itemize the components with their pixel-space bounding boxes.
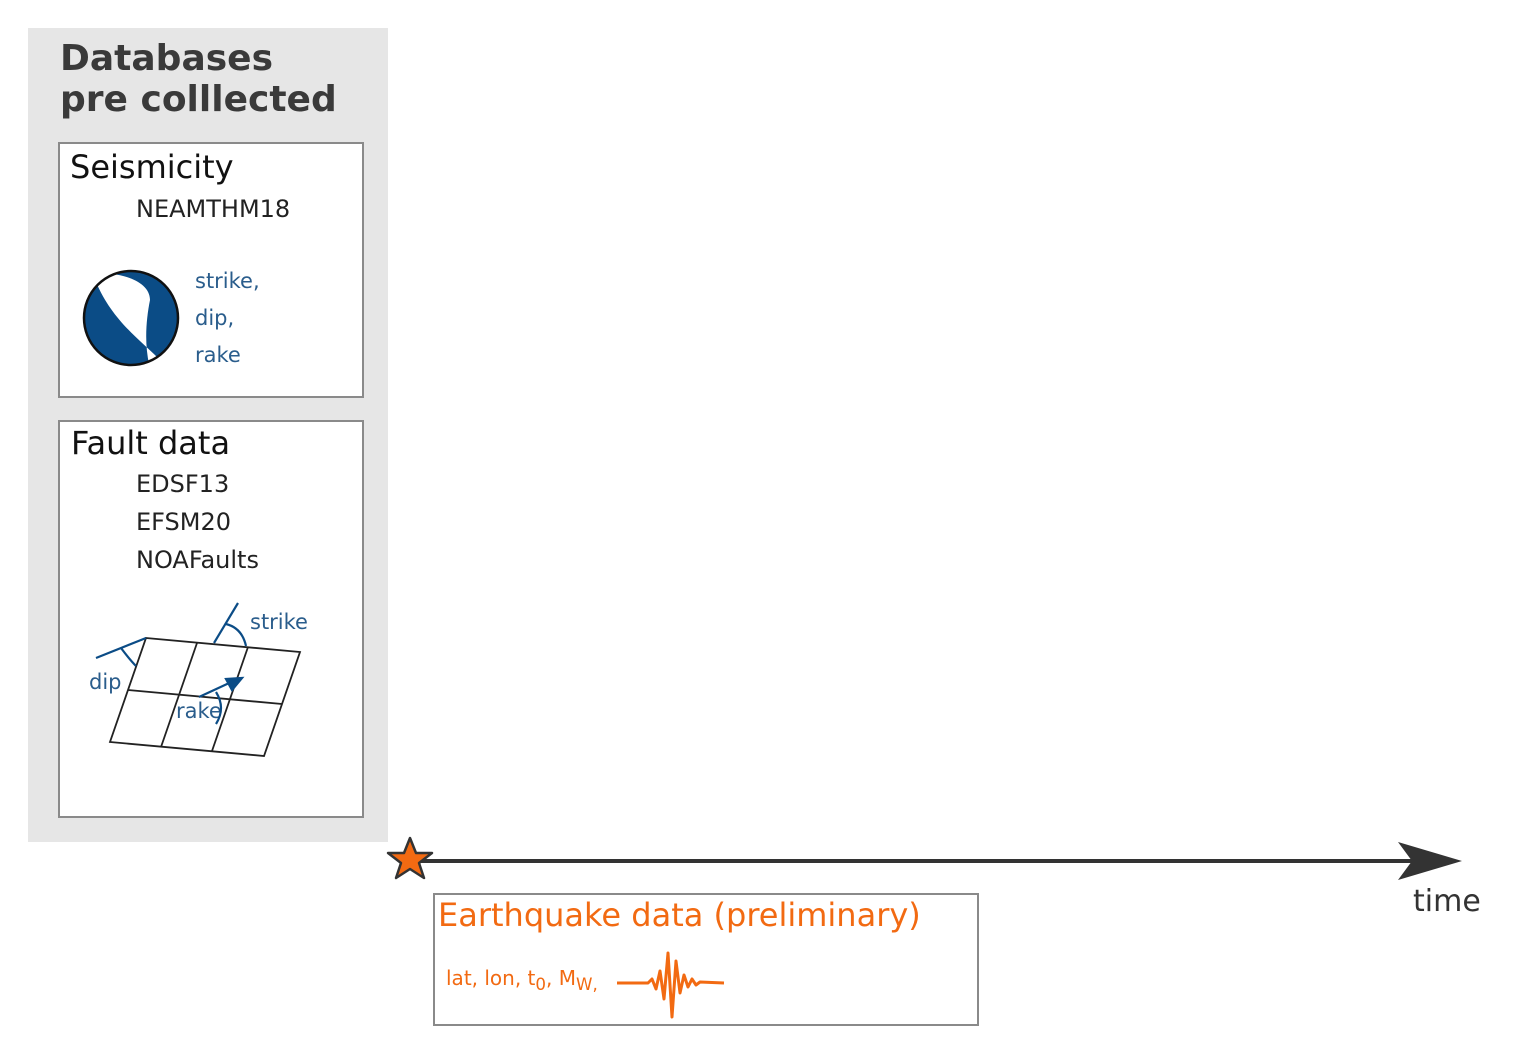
- panel-title-line1: Databases: [60, 38, 274, 79]
- fault-db-edsf13: EDSF13: [136, 470, 230, 498]
- time-axis: [410, 842, 1462, 880]
- fault-dip-label: dip: [89, 670, 122, 694]
- seismicity-db-neamthm18: NEAMTHM18: [136, 195, 291, 223]
- t0-subscript: 0: [535, 975, 547, 994]
- focal-mechanism-beachball-icon: [82, 269, 180, 367]
- seismogram-icon: [617, 951, 725, 1019]
- fault-angle-marks: [95, 602, 248, 725]
- panel-title-line2: pre colllected: [60, 79, 337, 120]
- params-sep: , M: [546, 966, 576, 990]
- fault-plane-grid-icon: [108, 637, 302, 757]
- mw-subscript: W,: [576, 975, 598, 994]
- seismicity-title: Seismicity: [70, 148, 234, 186]
- beachball-param-rake: rake: [195, 343, 241, 367]
- fault-rake-label: rake: [176, 699, 222, 723]
- fault-db-noafaults: NOAFaults: [136, 546, 259, 574]
- fault-strike-label: strike: [250, 610, 308, 634]
- fault-db-efsm20: EFSM20: [136, 508, 232, 536]
- earthquake-data-box: [433, 893, 979, 1026]
- earthquake-data-title: Earthquake data (preliminary): [438, 896, 921, 934]
- panel-title: Databases pre colllected: [60, 38, 337, 120]
- star-icon: [386, 836, 434, 880]
- beachball-param-strike: strike,: [195, 269, 260, 293]
- beachball-param-dip: dip,: [195, 306, 235, 330]
- params-text: lat, lon, t: [446, 966, 536, 990]
- fault-data-title: Fault data: [71, 424, 231, 462]
- earthquake-params: lat, lon, t0, MW,: [446, 966, 598, 994]
- time-axis-label: time: [1413, 884, 1481, 919]
